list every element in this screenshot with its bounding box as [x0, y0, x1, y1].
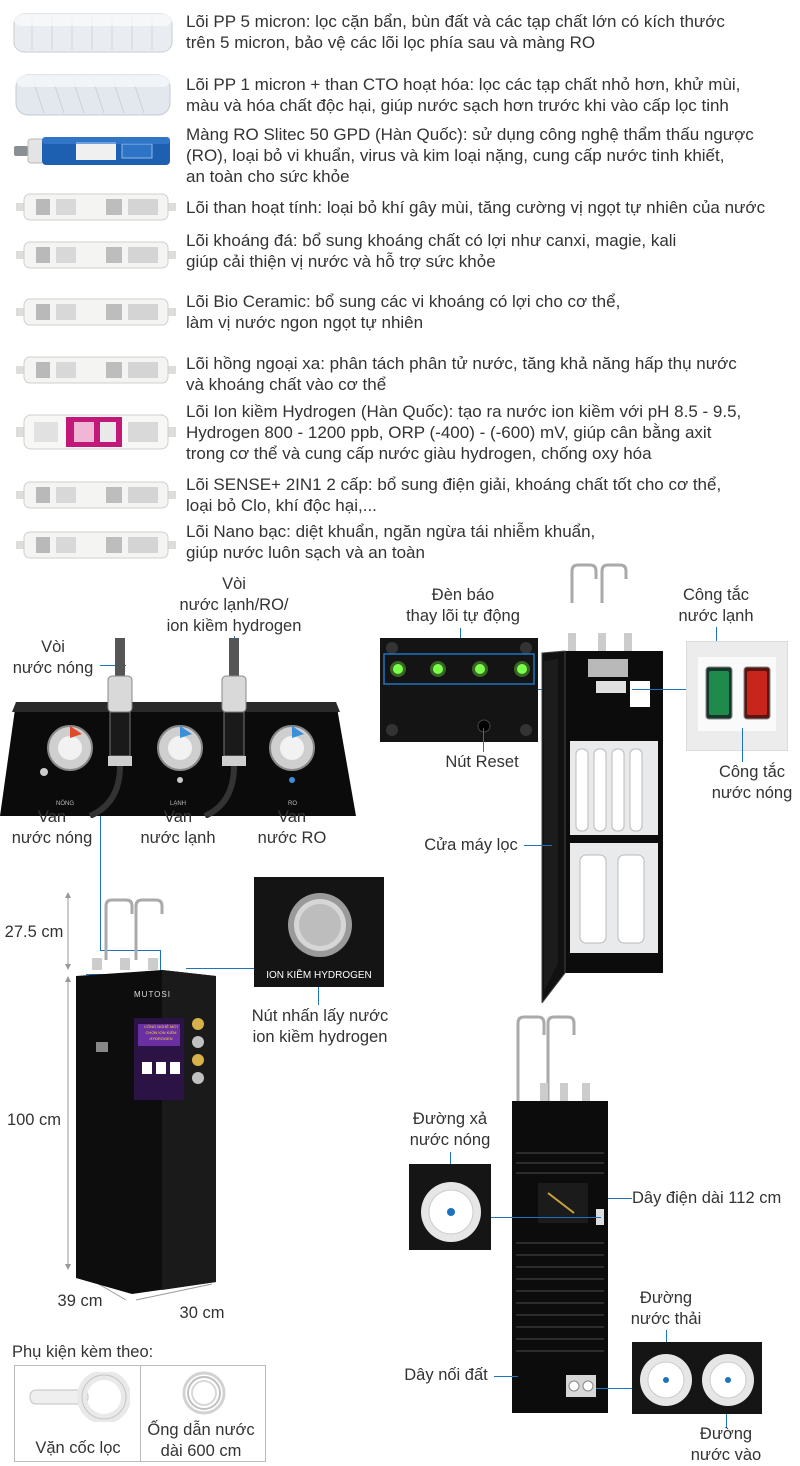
- callout-line: [666, 1330, 667, 1342]
- dimension-top-label: 27.5 cm: [4, 923, 64, 941]
- callout-line: [608, 1198, 632, 1199]
- dimension-height-label: 100 cm: [6, 1111, 62, 1129]
- bio-ceramic-cartridge-icon: [16, 295, 176, 329]
- brand-logo: MUTOSI: [134, 990, 171, 999]
- callout-line: [100, 950, 160, 951]
- reset-button-label: Nút Reset: [445, 753, 519, 771]
- callout-line: [716, 627, 717, 641]
- callout-line: [491, 1217, 601, 1218]
- back-cabinet-photo: [508, 1013, 612, 1415]
- knob-caption: LẠNH: [170, 801, 187, 807]
- hydrogen-button-caption: ION KIỀM HYDROGEN: [266, 970, 372, 981]
- filter-wrench-icon: [26, 1372, 130, 1422]
- filter-description: Lõi hồng ngoại xa: phân tách phân tử nướ…: [186, 354, 737, 394]
- knob-caption: RO: [288, 801, 297, 807]
- water-ports-photo: [632, 1342, 762, 1414]
- dimension-width-label: 30 cm: [179, 1304, 225, 1322]
- door-label: Cửa máy lọc: [424, 836, 518, 854]
- filter-description: Lõi PP 1 micron + than CTO hoạt hóa: lọc…: [186, 75, 741, 115]
- callout-line: [524, 845, 552, 846]
- hydrogen-button-photo: [254, 877, 384, 987]
- far-infrared-cartridge-icon: [16, 353, 176, 387]
- indicator-panel-photo: [380, 638, 538, 742]
- sense-2in1-cartridge-icon: [16, 478, 176, 512]
- front-open-cabinet-photo: [540, 563, 670, 1003]
- wrench-label: Vặn cốc lọc: [35, 1439, 121, 1457]
- power-switches-photo: [686, 641, 788, 751]
- mineral-stone-cartridge-icon: [16, 238, 176, 272]
- filter-description: Lõi SENSE+ 2IN1 2 cấp: bổ sung điện giải…: [186, 475, 722, 515]
- pp-1-micron-cto-cartridge-icon: [14, 72, 172, 118]
- callout-line: [318, 987, 319, 1005]
- callout-line: [632, 689, 686, 690]
- dimension-depth-label: 39 cm: [57, 1292, 103, 1310]
- cabinet-dimension-photo: [62, 886, 230, 1306]
- callout-line: [450, 1152, 451, 1164]
- nano-silver-cartridge-icon: [16, 528, 176, 562]
- callout-line: [494, 1376, 518, 1377]
- callout-line: [460, 628, 461, 638]
- water-tube-icon: [176, 1368, 232, 1418]
- accessories-box: [14, 1365, 266, 1462]
- callout-line: [100, 816, 101, 950]
- knob-caption: NÓNG: [56, 801, 74, 807]
- callout-line: [100, 665, 126, 666]
- filter-description: Lõi khoáng đá: bổ sung khoáng chất có lợ…: [186, 231, 677, 271]
- hot-drain-photo: [409, 1164, 491, 1250]
- callout-line: [596, 1388, 632, 1389]
- filter-description: Lõi Nano bạc: diệt khuẩn, ngăn ngừa tái …: [186, 522, 596, 562]
- filter-description: Lõi Bio Ceramic: bổ sung các vi khoáng c…: [186, 292, 621, 332]
- ground-wire-label: Dây nối đất: [404, 1366, 488, 1384]
- faucet-panel-photo: [0, 638, 356, 818]
- activated-carbon-cartridge-icon: [16, 190, 176, 224]
- callout-line: [483, 728, 484, 752]
- filter-description: Màng RO Slitec 50 GPD (Hàn Quốc): sử dụn…: [186, 125, 754, 186]
- callout-line: [742, 728, 743, 762]
- pp-5-micron-cartridge-icon: [12, 11, 174, 55]
- power-cord-label: Dây điện dài 112 cm: [632, 1189, 782, 1207]
- filter-description: Lõi Ion kiềm Hydrogen (Hàn Quốc): tạo ra…: [186, 402, 742, 463]
- ro-membrane-icon: [14, 131, 174, 171]
- callout-line: [726, 1414, 727, 1428]
- alkaline-hydrogen-cartridge-icon: [16, 412, 176, 452]
- accessories-title: Phụ kiện kèm theo:: [12, 1343, 154, 1361]
- filter-description: Lõi PP 5 micron: lọc cặn bẩn, bùn đất và…: [186, 12, 725, 52]
- filter-description: Lõi than hoạt tính: loại bỏ khí gây mùi,…: [186, 198, 766, 217]
- callout-line: [160, 950, 161, 974]
- callout-line: [186, 968, 254, 969]
